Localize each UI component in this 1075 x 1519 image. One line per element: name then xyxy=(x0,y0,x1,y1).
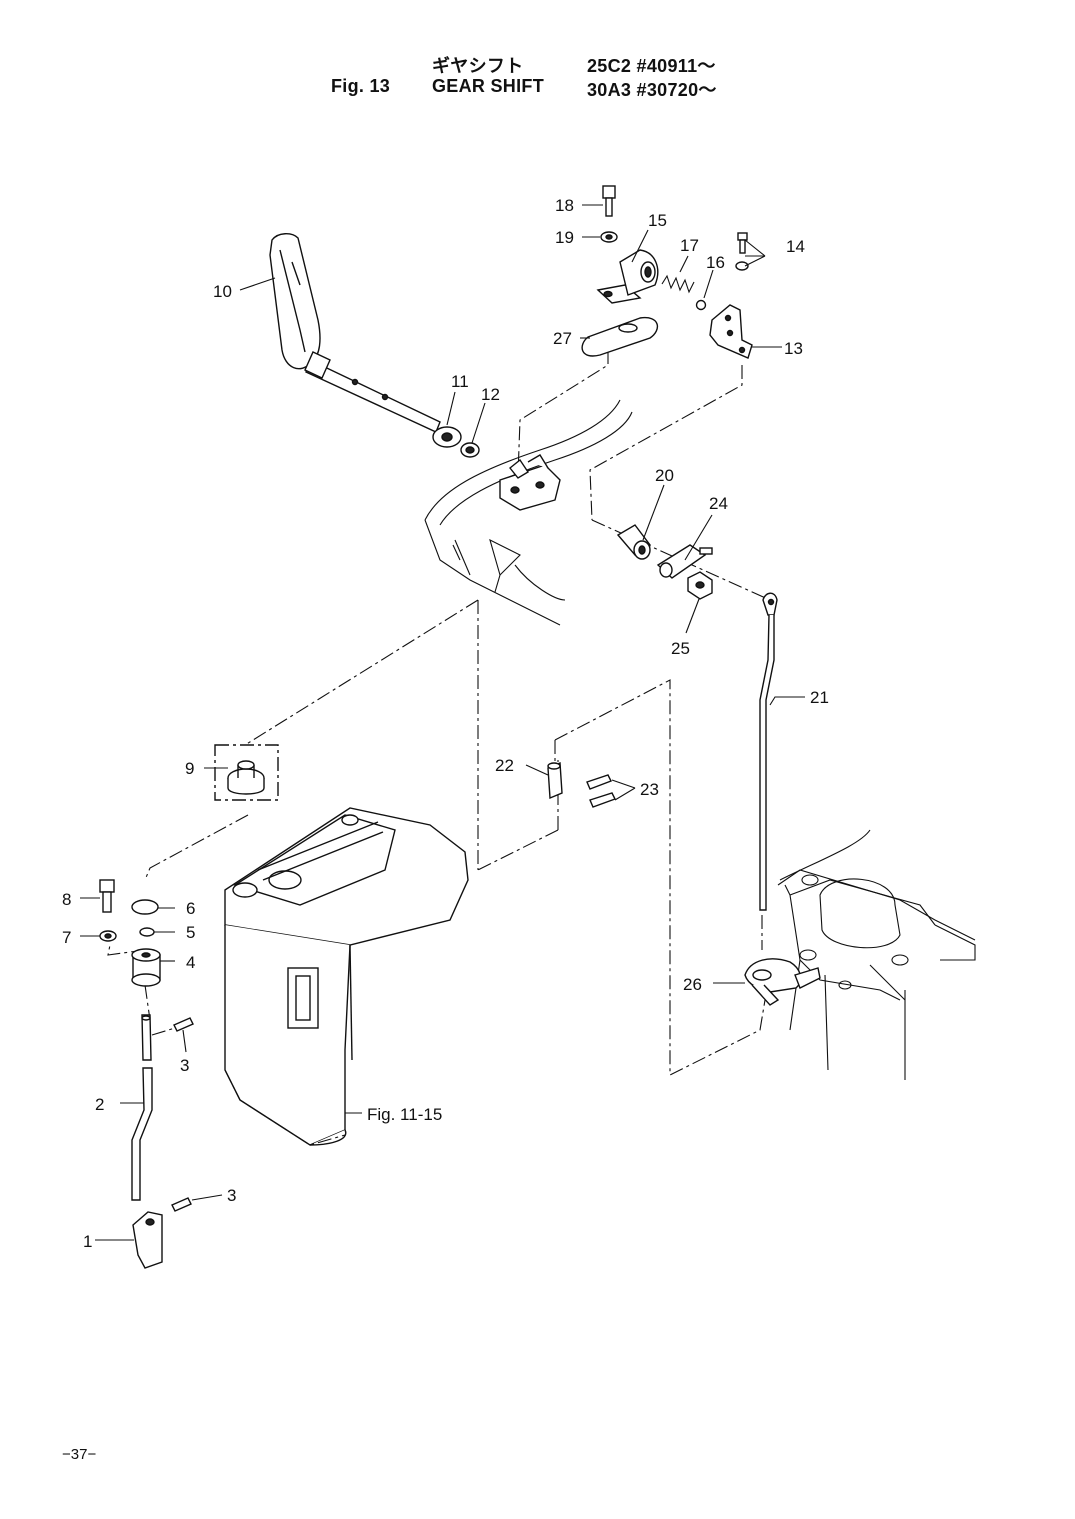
part-6-o-ring[interactable] xyxy=(131,899,159,915)
callout-2: 2 xyxy=(95,1095,104,1114)
shift-bracket-assembly xyxy=(499,454,561,511)
reference-note: Fig. 11-15 xyxy=(367,1105,442,1124)
callout-21: 21 xyxy=(810,688,829,707)
callout-23: 23 xyxy=(640,780,659,799)
callout-3a: 3 xyxy=(180,1056,189,1075)
part-1-shift-cam[interactable] xyxy=(132,1211,163,1269)
midsection-outline xyxy=(777,829,976,1080)
leader-lines xyxy=(80,204,805,1241)
part-19-washer[interactable] xyxy=(600,231,618,243)
part-16-ball[interactable] xyxy=(695,299,707,311)
callout-9: 9 xyxy=(185,759,194,778)
part-5-o-ring-small[interactable] xyxy=(139,927,155,937)
lower-unit-dash xyxy=(224,1069,346,1146)
callout-20: 20 xyxy=(655,466,674,485)
part-22-collar[interactable] xyxy=(547,761,563,800)
part-15-detent-housing[interactable] xyxy=(596,249,659,304)
part-2-shift-rod-lower[interactable] xyxy=(131,1014,153,1201)
callout-10: 10 xyxy=(213,282,232,301)
part-20-joint[interactable] xyxy=(616,524,652,560)
part-25-nut[interactable] xyxy=(687,571,713,600)
part-8-bolt[interactable] xyxy=(99,879,115,913)
callout-15: 15 xyxy=(648,211,667,230)
callout-24: 24 xyxy=(709,494,728,513)
part-23-pins[interactable] xyxy=(586,774,616,808)
callout-12: 12 xyxy=(481,385,500,404)
callout-13: 13 xyxy=(784,339,803,358)
callout-26: 26 xyxy=(683,975,702,994)
part-13-plate[interactable] xyxy=(709,304,753,359)
part-21-shift-rod[interactable] xyxy=(759,592,778,911)
callout-4: 4 xyxy=(186,953,195,972)
page-number: −37− xyxy=(62,1446,97,1463)
callout-3b: 3 xyxy=(227,1186,236,1205)
part-17-spring[interactable] xyxy=(661,274,695,294)
callout-8: 8 xyxy=(62,890,71,909)
callout-6: 6 xyxy=(186,899,195,918)
part-18-bolt[interactable] xyxy=(602,185,616,217)
part-10-shift-lever[interactable] xyxy=(269,233,441,433)
alignment-lines xyxy=(107,350,771,1076)
callout-18: 18 xyxy=(555,196,574,215)
callout-14: 14 xyxy=(786,237,805,256)
lower-unit-outline xyxy=(224,807,469,1146)
part-7-washer[interactable] xyxy=(99,930,117,942)
part-24-lever[interactable] xyxy=(656,544,713,579)
header-model-1: 25C2 #40911〜 xyxy=(587,56,716,76)
part-14-screw-washer[interactable] xyxy=(735,232,749,271)
callout-17: 17 xyxy=(680,236,699,255)
callout-19: 19 xyxy=(555,228,574,247)
callout-25: 25 xyxy=(671,639,690,658)
part-4-seal-housing[interactable] xyxy=(131,948,161,987)
part-12-bushing[interactable] xyxy=(460,442,480,458)
header-en-title: GEAR SHIFT xyxy=(432,76,545,96)
part-26-shift-lever-lower[interactable] xyxy=(744,958,821,1006)
part-27-gasket[interactable] xyxy=(581,316,659,357)
callout-22: 22 xyxy=(495,756,514,775)
header-fig-label: Fig. 13 xyxy=(331,76,391,96)
callout-27: 27 xyxy=(553,329,572,348)
callout-16: 16 xyxy=(706,253,725,272)
callout-7: 7 xyxy=(62,928,71,947)
header-jp-title: ギヤシフト xyxy=(432,56,524,76)
header-model-2: 30A3 #30720〜 xyxy=(587,80,717,100)
part-11-washer[interactable] xyxy=(432,426,462,448)
part-9-grommet[interactable] xyxy=(214,744,279,801)
part-3b-pin[interactable] xyxy=(171,1197,192,1212)
callout-1: 1 xyxy=(83,1232,92,1251)
part-3a-pin[interactable] xyxy=(173,1017,194,1032)
callout-5: 5 xyxy=(186,923,195,942)
callout-11: 11 xyxy=(451,372,469,391)
bottom-cowling-outline xyxy=(424,399,633,626)
callout-labels: 18 19 15 17 16 14 13 27 10 11 12 20 24 2… xyxy=(62,196,829,1251)
